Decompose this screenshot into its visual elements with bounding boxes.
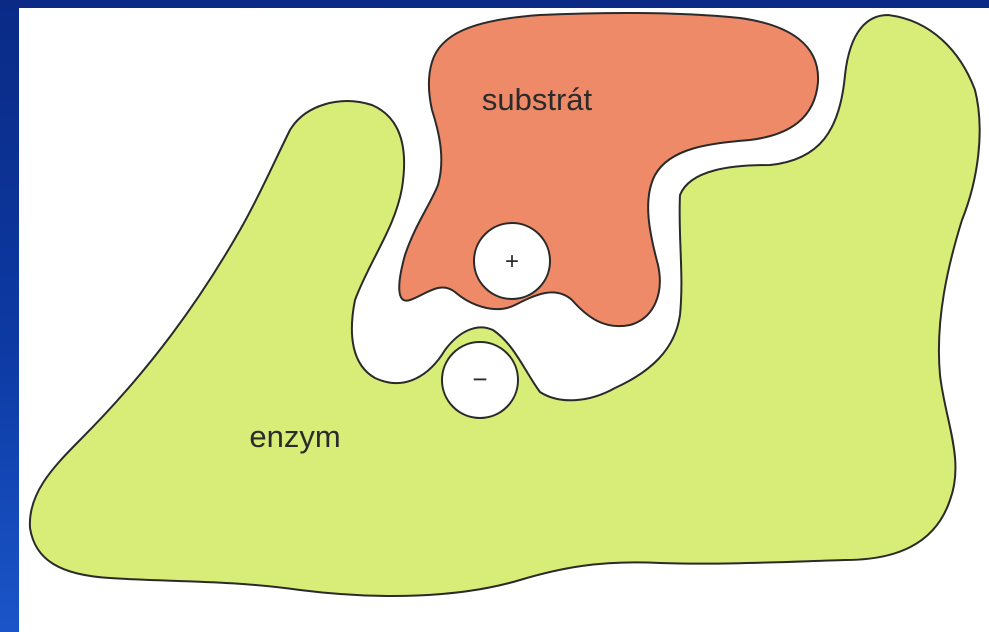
enzyme-label: enzym — [249, 419, 340, 454]
positive-charge-label: + — [505, 248, 519, 275]
negative-charge-label: − — [472, 364, 487, 394]
substrate-label: substrát — [482, 82, 593, 117]
